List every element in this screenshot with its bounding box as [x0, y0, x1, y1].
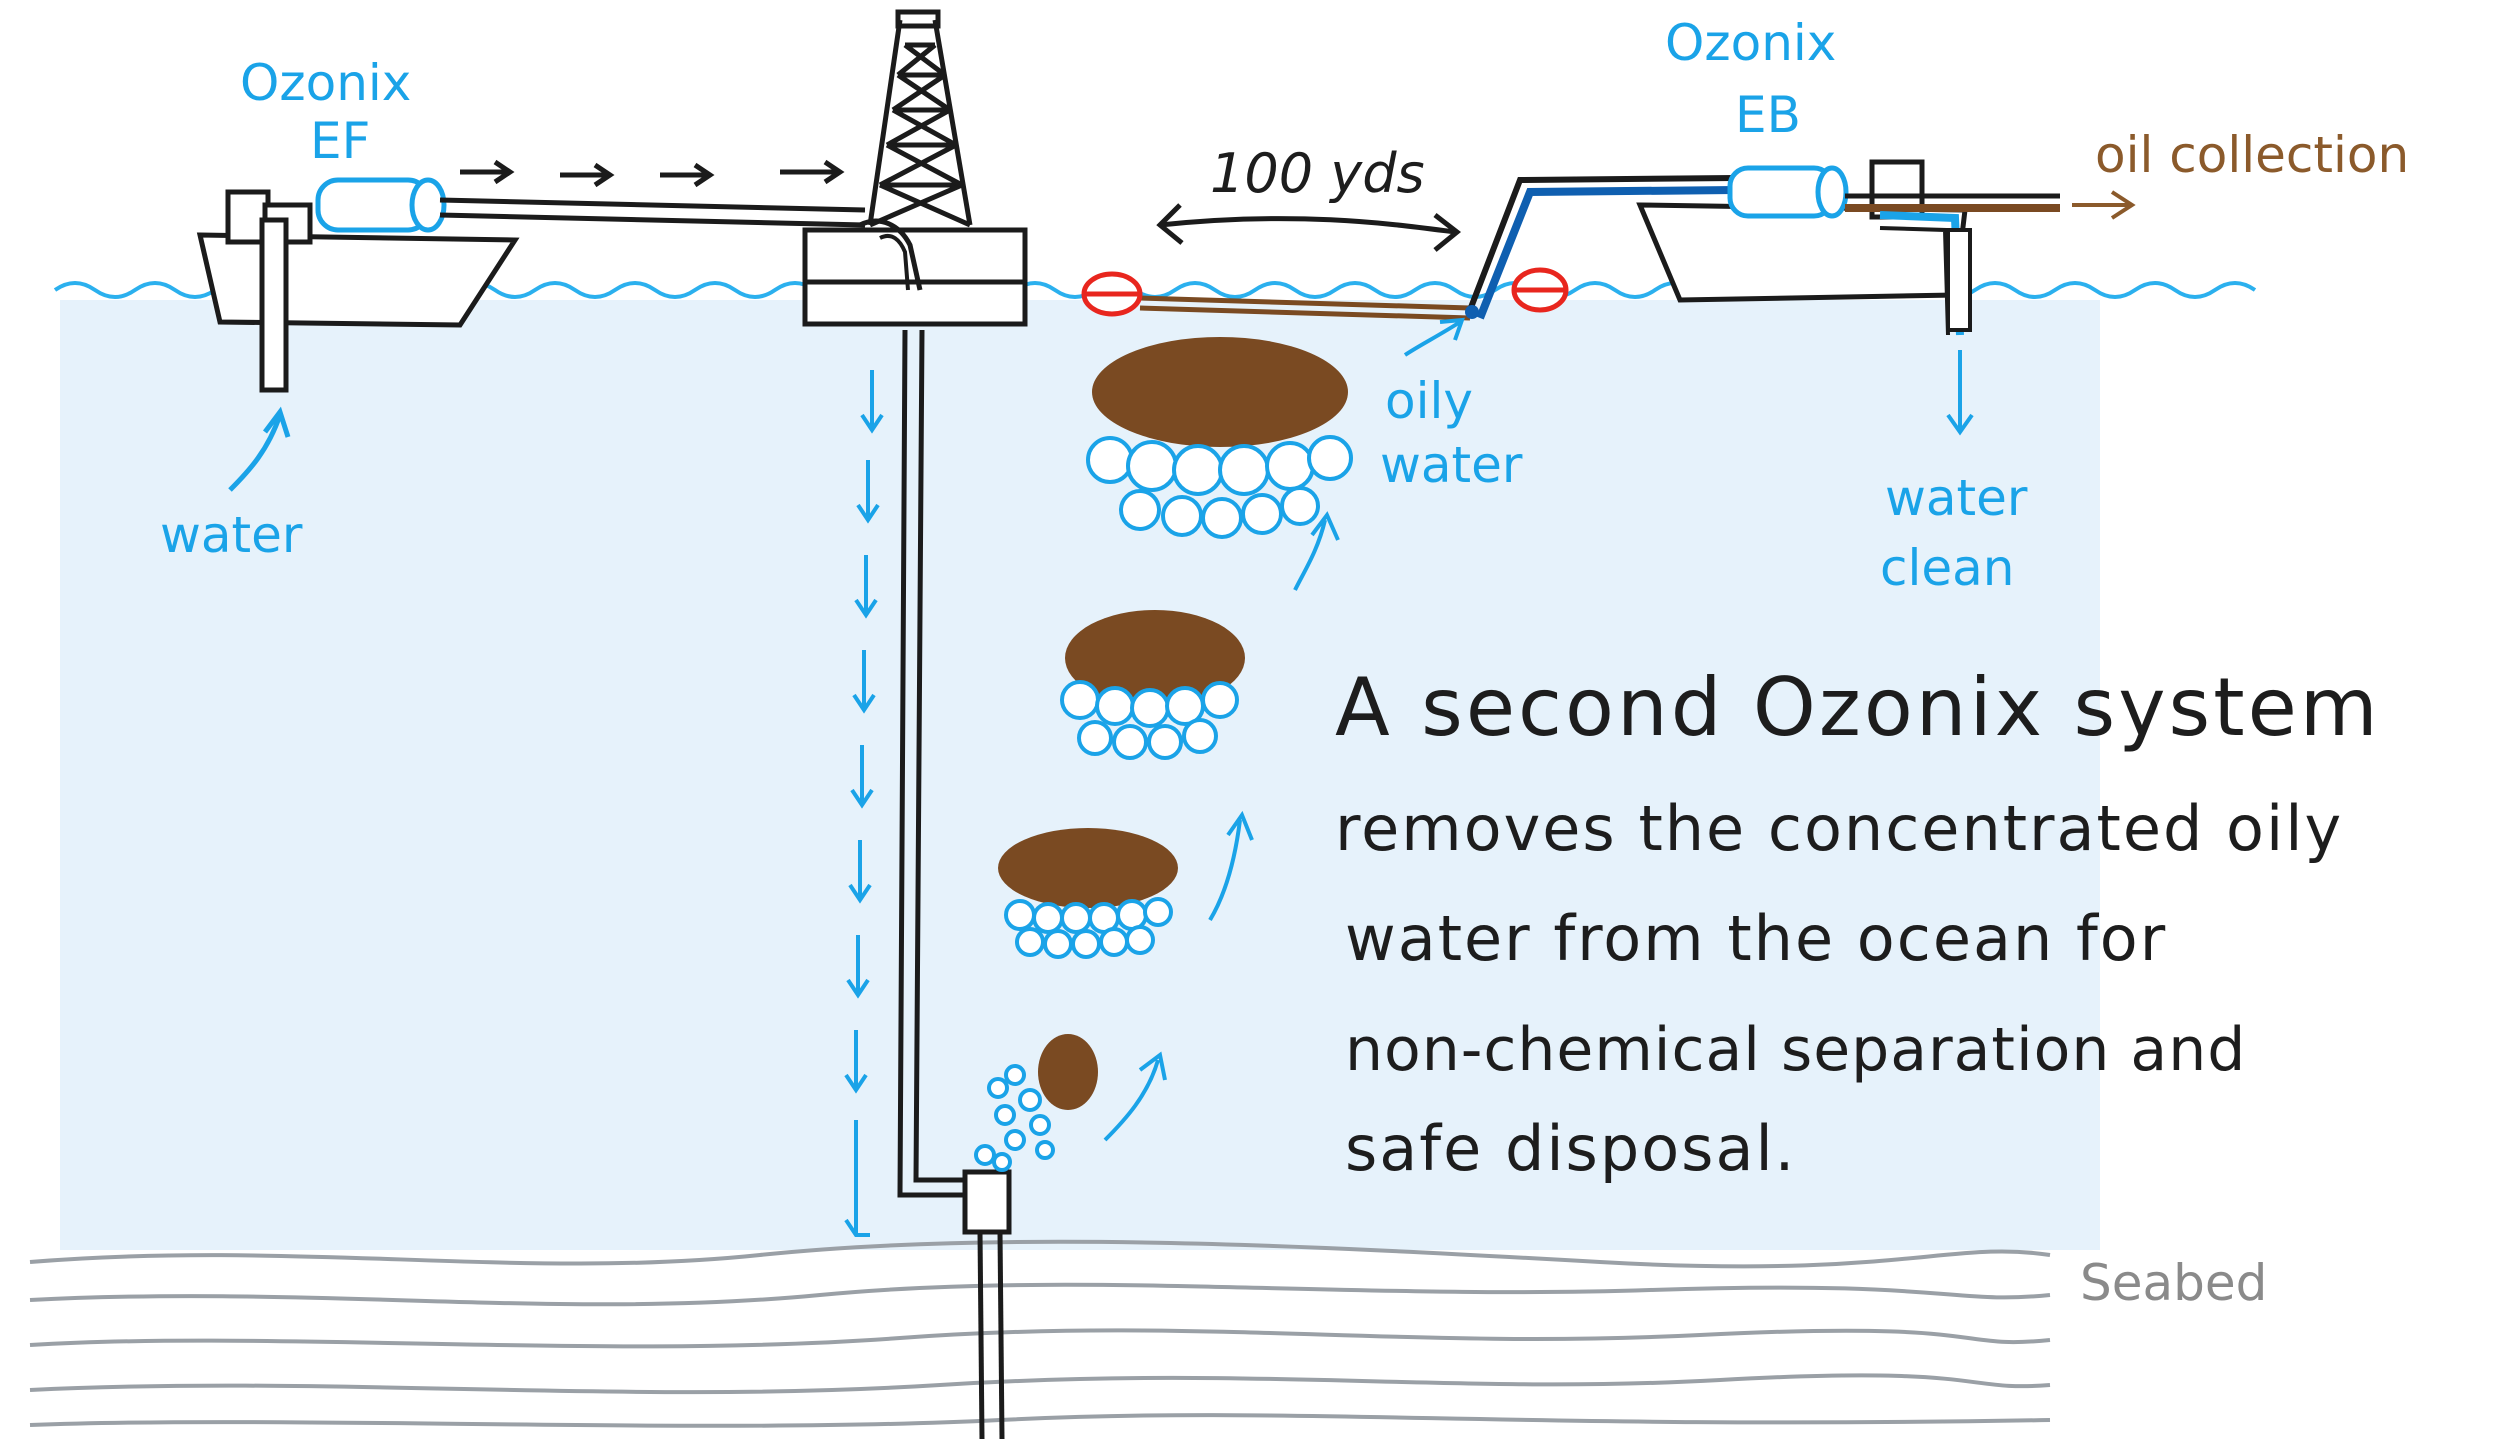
- oil-outlet-pipe: [1845, 193, 2060, 212]
- caption-line-4: non-chemical separation and: [1345, 1015, 2246, 1085]
- seabed-layers: [29, 1239, 2051, 1428]
- rig-pipe-bend: [858, 218, 923, 291]
- oily-water-label-line1: oily: [1385, 372, 1473, 430]
- downward-flow-arrows: [844, 370, 884, 1237]
- water-intake-label: water: [160, 506, 303, 564]
- rising-arrows: [1103, 511, 1340, 1142]
- rig-pipe-bend-inner: [879, 233, 910, 291]
- water-clean-label-line2: clean: [1880, 539, 2014, 597]
- wellhead: [962, 1169, 1012, 1235]
- eb-model-label: EB: [1735, 86, 1801, 144]
- water-clean-label-line1: water: [1885, 469, 2028, 527]
- rig-platform: [802, 227, 1028, 327]
- buoy-icon: [1081, 267, 1569, 317]
- suction-inlet: [1465, 305, 1479, 319]
- caption-line-1: A second Ozonix system: [1335, 661, 2381, 754]
- water-intake-arrow: [228, 406, 291, 492]
- distance-arrow: [1156, 203, 1462, 252]
- caption-line-5: safe disposal.: [1345, 1112, 1796, 1185]
- well-pipe: [897, 329, 975, 1198]
- oil-collection-arrow: [2072, 190, 2136, 220]
- caption-line-2: removes the concentrated oily: [1335, 792, 2343, 865]
- ozonix-eb-unit: [1727, 165, 1849, 219]
- oil-derrick-icon: [867, 9, 973, 228]
- ef-name-label: Ozonix: [240, 54, 411, 112]
- suction-pipe-outer: [1467, 175, 1736, 312]
- ef-model-label: EF: [310, 112, 370, 170]
- transfer-pipe: [439, 197, 866, 228]
- seabed-label: Seabed: [2080, 1254, 2267, 1312]
- containment-boom: [1139, 295, 1471, 321]
- ocean-water: [60, 300, 2100, 1250]
- intake-pipe: [259, 217, 289, 393]
- oily-water-pointer: [1403, 317, 1465, 357]
- caption: A second Ozonix system removes the conce…: [1335, 661, 2381, 1185]
- oil-cluster-small: [974, 1034, 1098, 1172]
- clean-water-arrow: [1946, 350, 1974, 436]
- well-casing: [977, 1231, 1005, 1439]
- caption-line-3: water from the ocean for: [1345, 902, 2167, 975]
- clean-water-outlet: [1879, 211, 1972, 336]
- oil-cluster-medium: [998, 828, 1178, 959]
- oil-collection-label: oil collection: [2095, 126, 2409, 184]
- distance-label: 100 yds: [1210, 142, 1425, 205]
- eb-name-label: Ozonix: [1665, 14, 1836, 72]
- oil-cluster-top: [1086, 337, 1353, 539]
- suction-pipe-inner: [1476, 186, 1736, 320]
- oil-cluster-large: [1060, 610, 1245, 760]
- flow-arrows: [460, 159, 845, 188]
- ozonix-ef-unit: [315, 177, 447, 233]
- oily-water-label-line2: water: [1380, 436, 1523, 494]
